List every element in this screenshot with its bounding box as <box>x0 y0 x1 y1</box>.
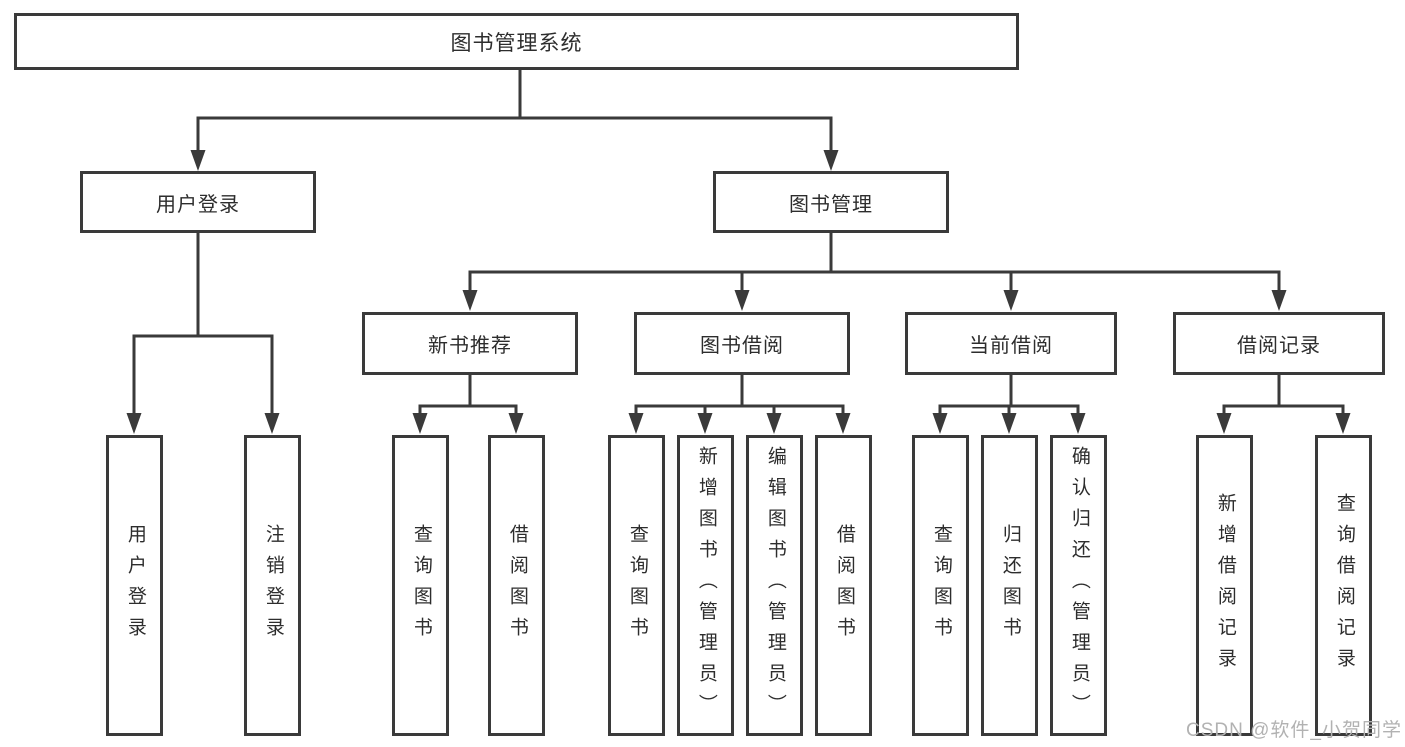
leaf-borrow-books-label: 借阅图书 <box>833 523 855 648</box>
connector-book-management-to-level3 <box>462 233 1287 311</box>
leaf-query-books-current-label: 查询图书 <box>930 523 952 648</box>
leaf-query-books-recommend-label: 查询图书 <box>410 523 432 648</box>
leaf-edit-book-admin-label: 编辑图书（管理员） <box>764 446 786 725</box>
node-book-management: 图书管理 <box>713 171 949 233</box>
leaf-query-books-recommend: 查询图书 <box>392 435 449 736</box>
leaf-return-books-label: 归还图书 <box>999 523 1021 648</box>
leaf-query-books-borrow-label: 查询图书 <box>626 523 648 648</box>
connector-book-borrowing-to-leaves <box>628 375 851 434</box>
leaf-edit-book-admin: 编辑图书（管理员） <box>746 435 803 736</box>
leaf-borrow-books-recommend-label: 借阅图书 <box>506 523 528 648</box>
node-root: 图书管理系统 <box>14 13 1019 70</box>
connector-user-login-to-leaves <box>126 233 280 434</box>
connector-borrowing-records-to-leaves <box>1216 375 1351 434</box>
leaf-add-book-admin: 新增图书（管理员） <box>677 435 734 736</box>
leaf-borrow-books-recommend: 借阅图书 <box>488 435 545 736</box>
leaf-return-books: 归还图书 <box>981 435 1038 736</box>
leaf-query-books-current: 查询图书 <box>912 435 969 736</box>
leaf-query-borrow-record: 查询借阅记录 <box>1315 435 1372 736</box>
leaf-query-books-borrow: 查询图书 <box>608 435 665 736</box>
leaf-logout-login-label: 注销登录 <box>262 523 284 648</box>
connector-new-book-recommendation-to-leaves <box>412 375 524 434</box>
leaf-logout-login: 注销登录 <box>244 435 301 736</box>
leaf-confirm-return-admin-label: 确认归还（管理员） <box>1068 446 1090 725</box>
leaf-query-borrow-record-label: 查询借阅记录 <box>1333 492 1355 679</box>
node-new-book-recommendation: 新书推荐 <box>362 312 578 375</box>
leaf-user-login-label: 用户登录 <box>124 523 146 648</box>
connector-root-to-level2 <box>190 69 839 171</box>
node-current-borrowing: 当前借阅 <box>905 312 1117 375</box>
leaf-confirm-return-admin: 确认归还（管理员） <box>1050 435 1107 736</box>
leaf-borrow-books: 借阅图书 <box>815 435 872 736</box>
leaf-add-borrow-record-label: 新增借阅记录 <box>1214 492 1236 679</box>
node-book-borrowing: 图书借阅 <box>634 312 850 375</box>
node-user-login: 用户登录 <box>80 171 316 233</box>
leaf-add-borrow-record: 新增借阅记录 <box>1196 435 1253 736</box>
node-borrowing-records: 借阅记录 <box>1173 312 1385 375</box>
watermark: CSDN @软件_小贺同学 <box>1186 720 1402 741</box>
connector-current-borrowing-to-leaves <box>932 375 1086 434</box>
leaf-user-login: 用户登录 <box>106 435 163 736</box>
leaf-add-book-admin-label: 新增图书（管理员） <box>695 446 717 725</box>
